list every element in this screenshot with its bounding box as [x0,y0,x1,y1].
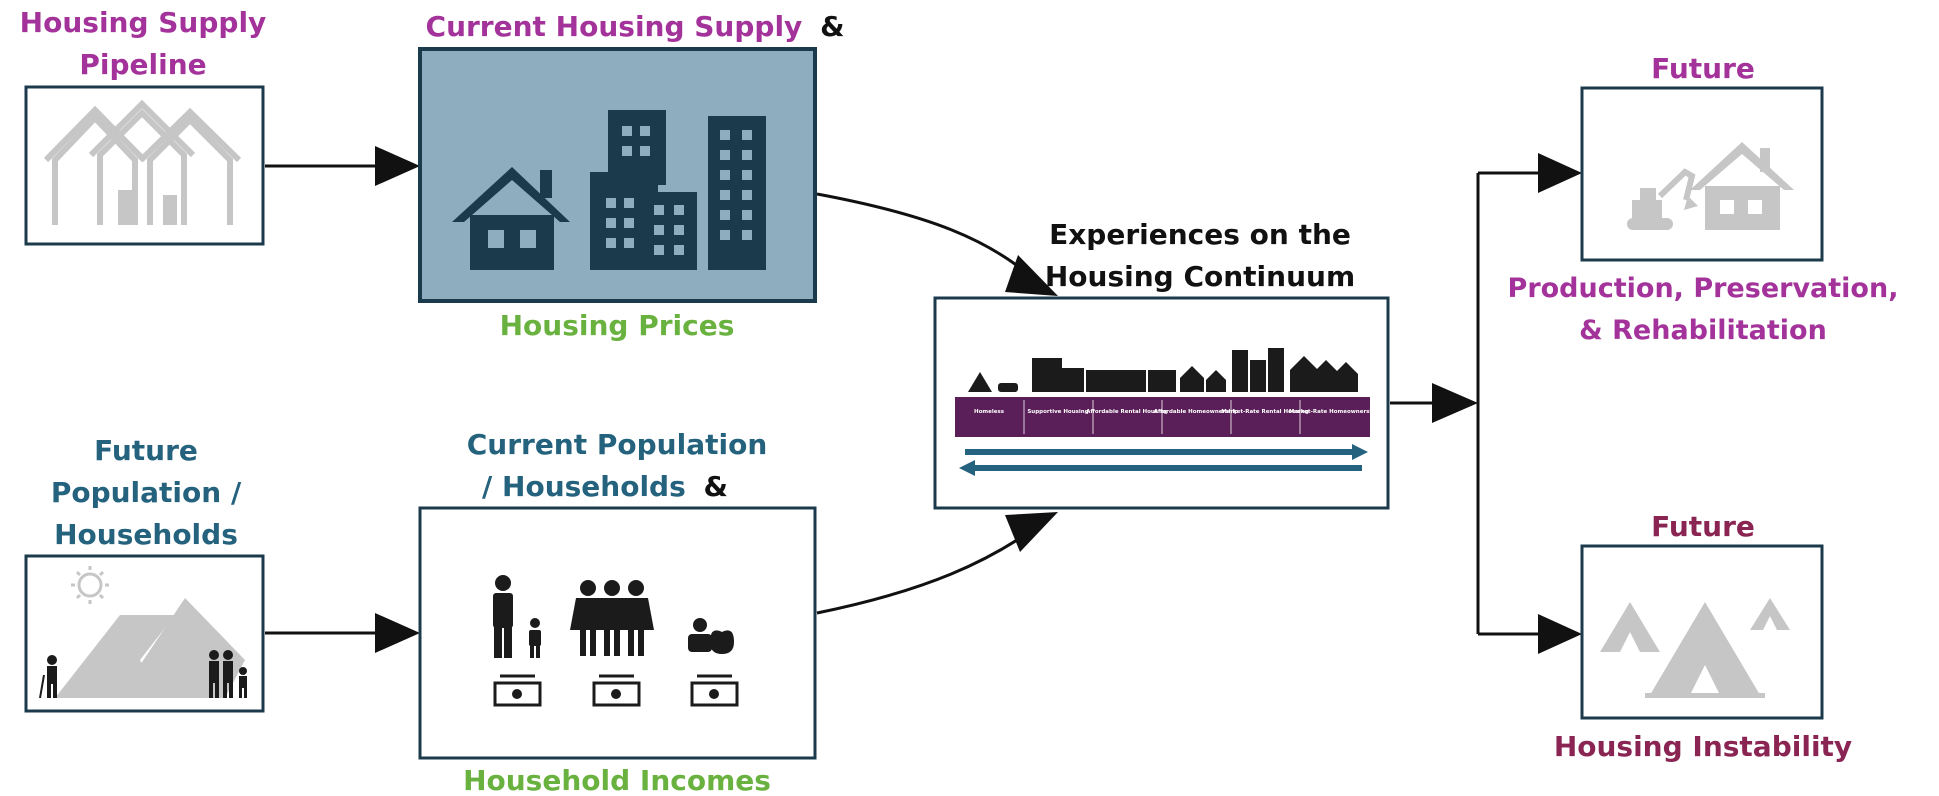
excavator-house-icon [1627,142,1794,230]
money-icon-3 [690,674,739,707]
current-pop-title-line2-wrap: / Households & [482,470,728,503]
node-future-production: Future Production, Preservation, & Rehab… [1508,52,1899,346]
continuum-title-line1: Experiences on the [1049,218,1351,251]
housing-continuum-icon: Homeless Supportive Housing Affordable R… [955,348,1379,476]
future-pop-title-line1: Future [94,434,198,467]
arrowhead-currentpop-to-continuum [1005,512,1058,552]
arrowhead-pipeline-to-supply [375,146,420,186]
houses-icon [43,99,242,225]
arrowhead-branch-to-production [1538,153,1582,193]
production-title: Future [1651,52,1755,85]
current-pop-title-line2: / Households [482,470,686,503]
future-pop-title-line3: Households [54,518,238,551]
money-icon-1 [493,674,542,707]
buildings-icon [452,110,766,270]
node-future-population: Future Population / Households [24,434,265,713]
instability-subtitle: Housing Instability [1554,730,1852,763]
future-pop-title-line2: Population / [51,476,242,509]
current-supply-title: Current Housing Supply [426,10,803,43]
arrowhead-futurepop-to-currentpop [375,613,420,653]
arrowhead-branch-to-instability [1538,614,1582,654]
sun-mountains-people-icon [39,566,247,699]
current-supply-subtitle: Housing Prices [500,309,735,342]
connectors [265,146,1582,654]
node-pipeline: Housing Supply Pipeline [20,6,267,246]
production-subtitle-line1: Production, Preservation, [1508,273,1899,304]
node-future-instability: Future Housing Instability [1554,510,1852,763]
tents-icon [1600,598,1790,698]
node-current-population: Current Population / Households & [418,428,817,796]
continuum-cat-5: Market-Rate Homeownership [1289,409,1379,415]
arrowhead-supply-to-continuum [1005,255,1058,296]
arrow-supply-to-continuum [816,192,1036,282]
pipeline-title-line2: Pipeline [79,48,206,81]
current-supply-title-line: Current Housing Supply & [426,10,845,43]
instability-title: Future [1651,510,1755,543]
node-current-supply: Current Housing Supply & [418,10,845,342]
families-money-icon [493,575,739,707]
continuum-cat-2: Affordable Rental Housing [1086,409,1168,415]
current-pop-subtitle: Household Incomes [463,764,771,796]
production-subtitle-line2: & Rehabilitation [1579,315,1827,346]
continuum-cat-0: Homeless [974,409,1005,415]
continuum-cat-4: Market-Rate Rental Housing [1221,409,1309,415]
pipeline-title-line1: Housing Supply [20,6,267,39]
current-supply-joiner: & [820,10,844,43]
money-icon-2 [592,674,641,707]
current-pop-joiner: & [704,470,728,503]
continuum-cat-1: Supportive Housing [1027,409,1088,415]
node-continuum: Experiences on the Housing Continuum [933,218,1390,510]
continuum-cat-3: Affordable Homeownership [1154,409,1238,415]
continuum-title-line2: Housing Continuum [1045,260,1355,293]
current-pop-title-line1: Current Population [467,428,768,461]
arrow-currentpop-to-continuum [816,526,1036,615]
continuum-categories: Homeless Supportive Housing Affordable R… [974,409,1379,415]
arrowhead-continuum-to-branch [1432,383,1478,423]
production-box [1580,86,1824,262]
